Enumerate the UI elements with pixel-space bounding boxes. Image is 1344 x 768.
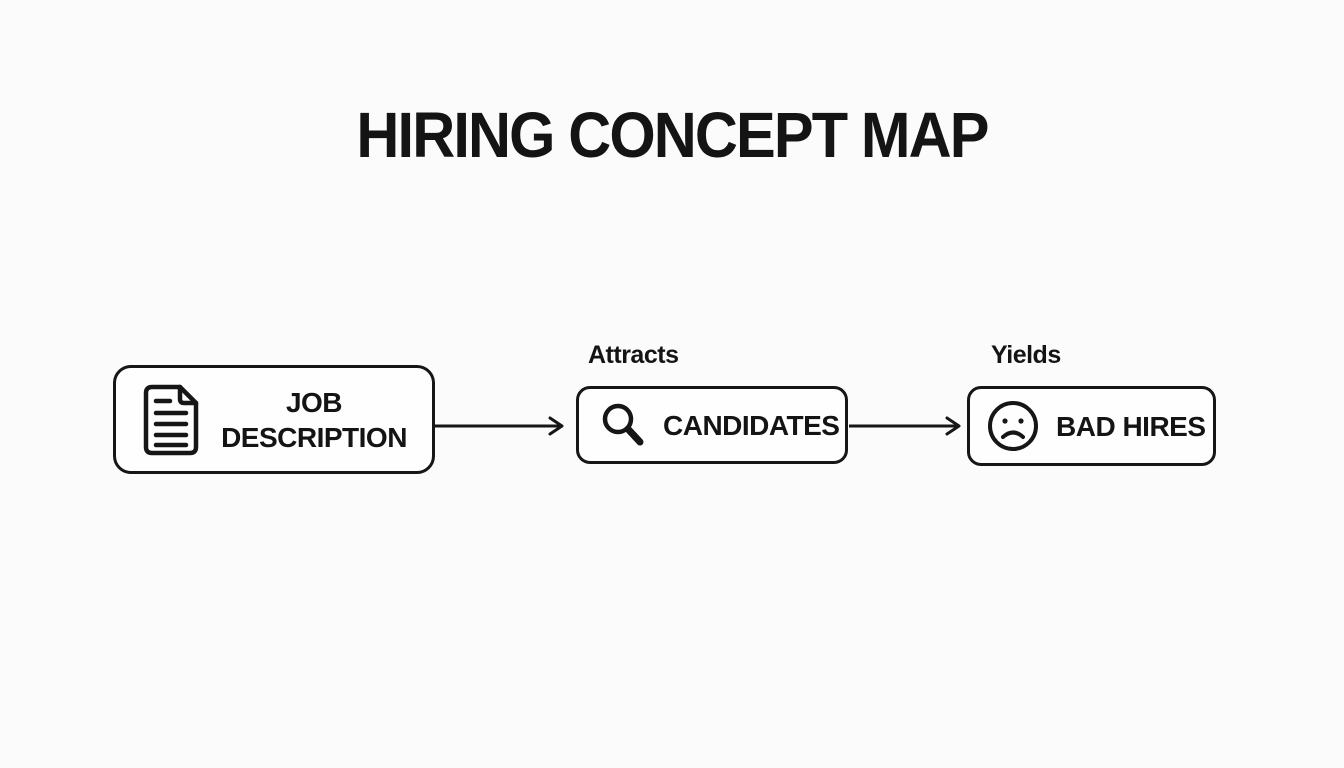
node-label-candidates: CANDIDATES: [663, 409, 840, 441]
edge-label-attracts: Attracts: [588, 341, 679, 369]
node-label-job-description: JOB DESCRIPTION: [221, 386, 407, 453]
arrow-job-to-candidates: [434, 416, 564, 436]
node-bad-hires: BAD HIRES: [967, 386, 1216, 466]
page-title: HIRING CONCEPT MAP: [356, 99, 989, 171]
document-icon: [143, 384, 199, 455]
node-label-bad-hires: BAD HIRES: [1056, 410, 1206, 442]
node-job-description: JOB DESCRIPTION: [113, 365, 435, 474]
node-candidates: CANDIDATES: [576, 386, 848, 464]
edge-label-yields: Yields: [991, 341, 1061, 369]
sad-face-icon: [988, 401, 1038, 451]
search-icon: [602, 403, 644, 446]
arrow-candidates-to-badhires: [849, 416, 961, 436]
